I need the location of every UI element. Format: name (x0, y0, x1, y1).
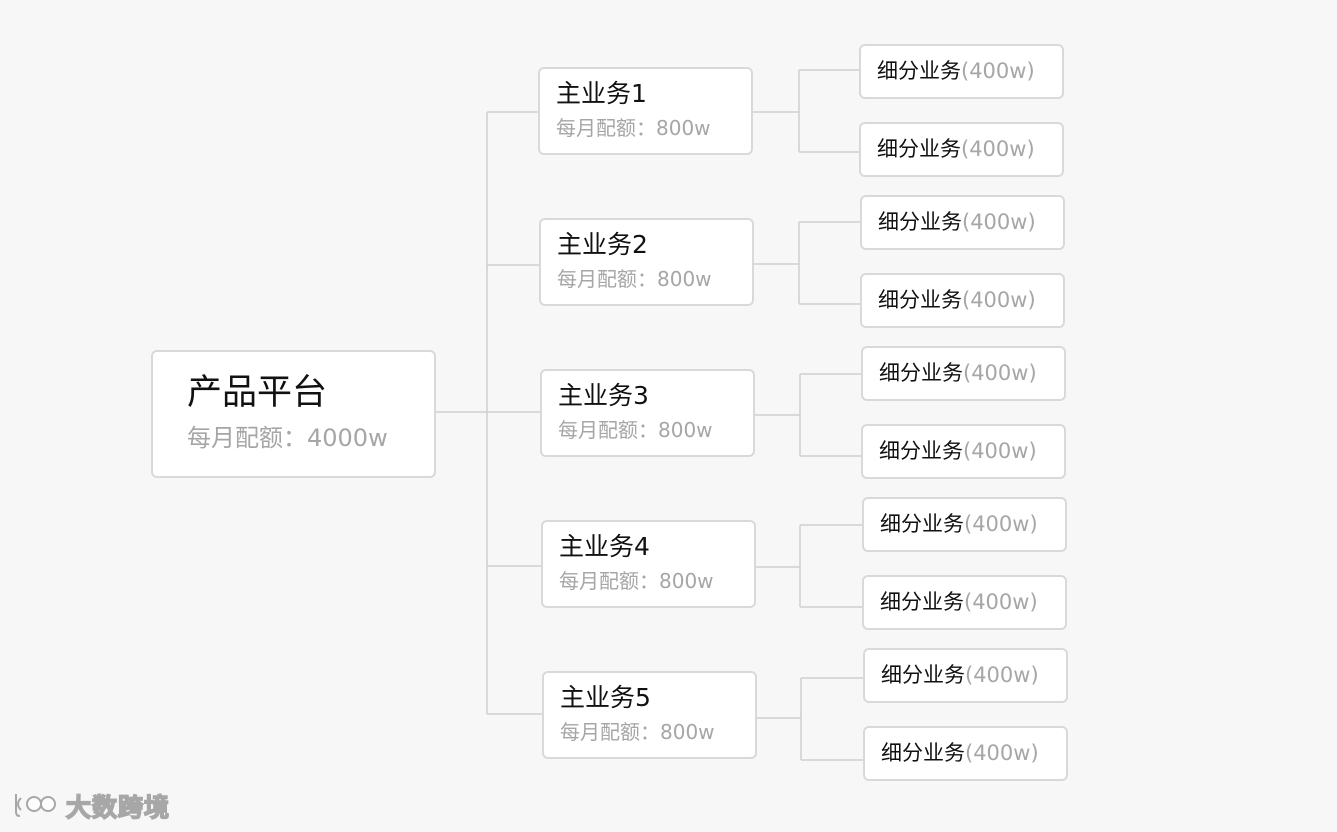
sub-node-3-1: 细分业务(400w) (861, 346, 1066, 401)
main-node-4: 主业务4 每月配额：800w (541, 520, 756, 608)
main-node-title: 主业务4 (559, 532, 650, 561)
sub-node-amount: (400w) (963, 439, 1037, 463)
main-node-2: 主业务2 每月配额：800w (539, 218, 754, 306)
sub-node-name: 细分业务 (877, 59, 961, 83)
main-node-title: 主业务1 (556, 79, 647, 108)
sub-node-name: 细分业务 (881, 663, 965, 687)
sub-node-5-2: 细分业务(400w) (863, 726, 1068, 781)
sub-node-amount: (400w) (964, 590, 1038, 614)
root-quota: 每月配额：4000w (187, 424, 388, 452)
sub-node-amount: (400w) (965, 741, 1039, 765)
sub-node-name: 细分业务 (877, 137, 961, 161)
main-node-title: 主业务5 (560, 683, 651, 712)
root-node: 产品平台 每月配额：4000w (151, 350, 436, 478)
main-node-quota: 每月配额：800w (560, 720, 715, 744)
sub-node-name: 细分业务 (880, 590, 964, 614)
sub-node-amount: (400w) (964, 512, 1038, 536)
main-node-5: 主业务5 每月配额：800w (542, 671, 757, 759)
main-node-quota: 每月配额：800w (559, 569, 714, 593)
sub-node-5-1: 细分业务(400w) (863, 648, 1068, 703)
sub-node-2-1: 细分业务(400w) (860, 195, 1065, 250)
root-title: 产品平台 (187, 373, 328, 413)
sub-node-1-1: 细分业务(400w) (859, 44, 1064, 99)
sub-node-amount: (400w) (965, 663, 1039, 687)
sub-node-amount: (400w) (962, 210, 1036, 234)
main-node-quota: 每月配额：800w (558, 418, 713, 442)
sub-node-1-2: 细分业务(400w) (859, 122, 1064, 177)
sub-node-amount: (400w) (963, 361, 1037, 385)
sub-node-name: 细分业务 (878, 210, 962, 234)
sub-node-2-2: 细分业务(400w) (860, 273, 1065, 328)
sub-node-4-2: 细分业务(400w) (862, 575, 1067, 630)
sub-node-3-2: 细分业务(400w) (861, 424, 1066, 479)
sub-node-amount: (400w) (962, 288, 1036, 312)
watermark: 大数跨境 (10, 786, 170, 826)
sub-node-name: 细分业务 (879, 439, 963, 463)
watermark-logo-icon (10, 788, 60, 824)
sub-node-name: 细分业务 (881, 741, 965, 765)
main-node-quota: 每月配额：800w (556, 116, 711, 140)
watermark-text: 大数跨境 (65, 792, 171, 823)
sub-node-name: 细分业务 (879, 361, 963, 385)
sub-node-amount: (400w) (961, 137, 1035, 161)
main-node-1: 主业务1 每月配额：800w (538, 67, 753, 155)
main-node-title: 主业务3 (558, 381, 649, 410)
main-node-quota: 每月配额：800w (557, 267, 712, 291)
sub-node-4-1: 细分业务(400w) (862, 497, 1067, 552)
sub-node-name: 细分业务 (880, 512, 964, 536)
sub-node-amount: (400w) (961, 59, 1035, 83)
main-node-title: 主业务2 (557, 230, 648, 259)
sub-node-name: 细分业务 (878, 288, 962, 312)
main-node-3: 主业务3 每月配额：800w (540, 369, 755, 457)
